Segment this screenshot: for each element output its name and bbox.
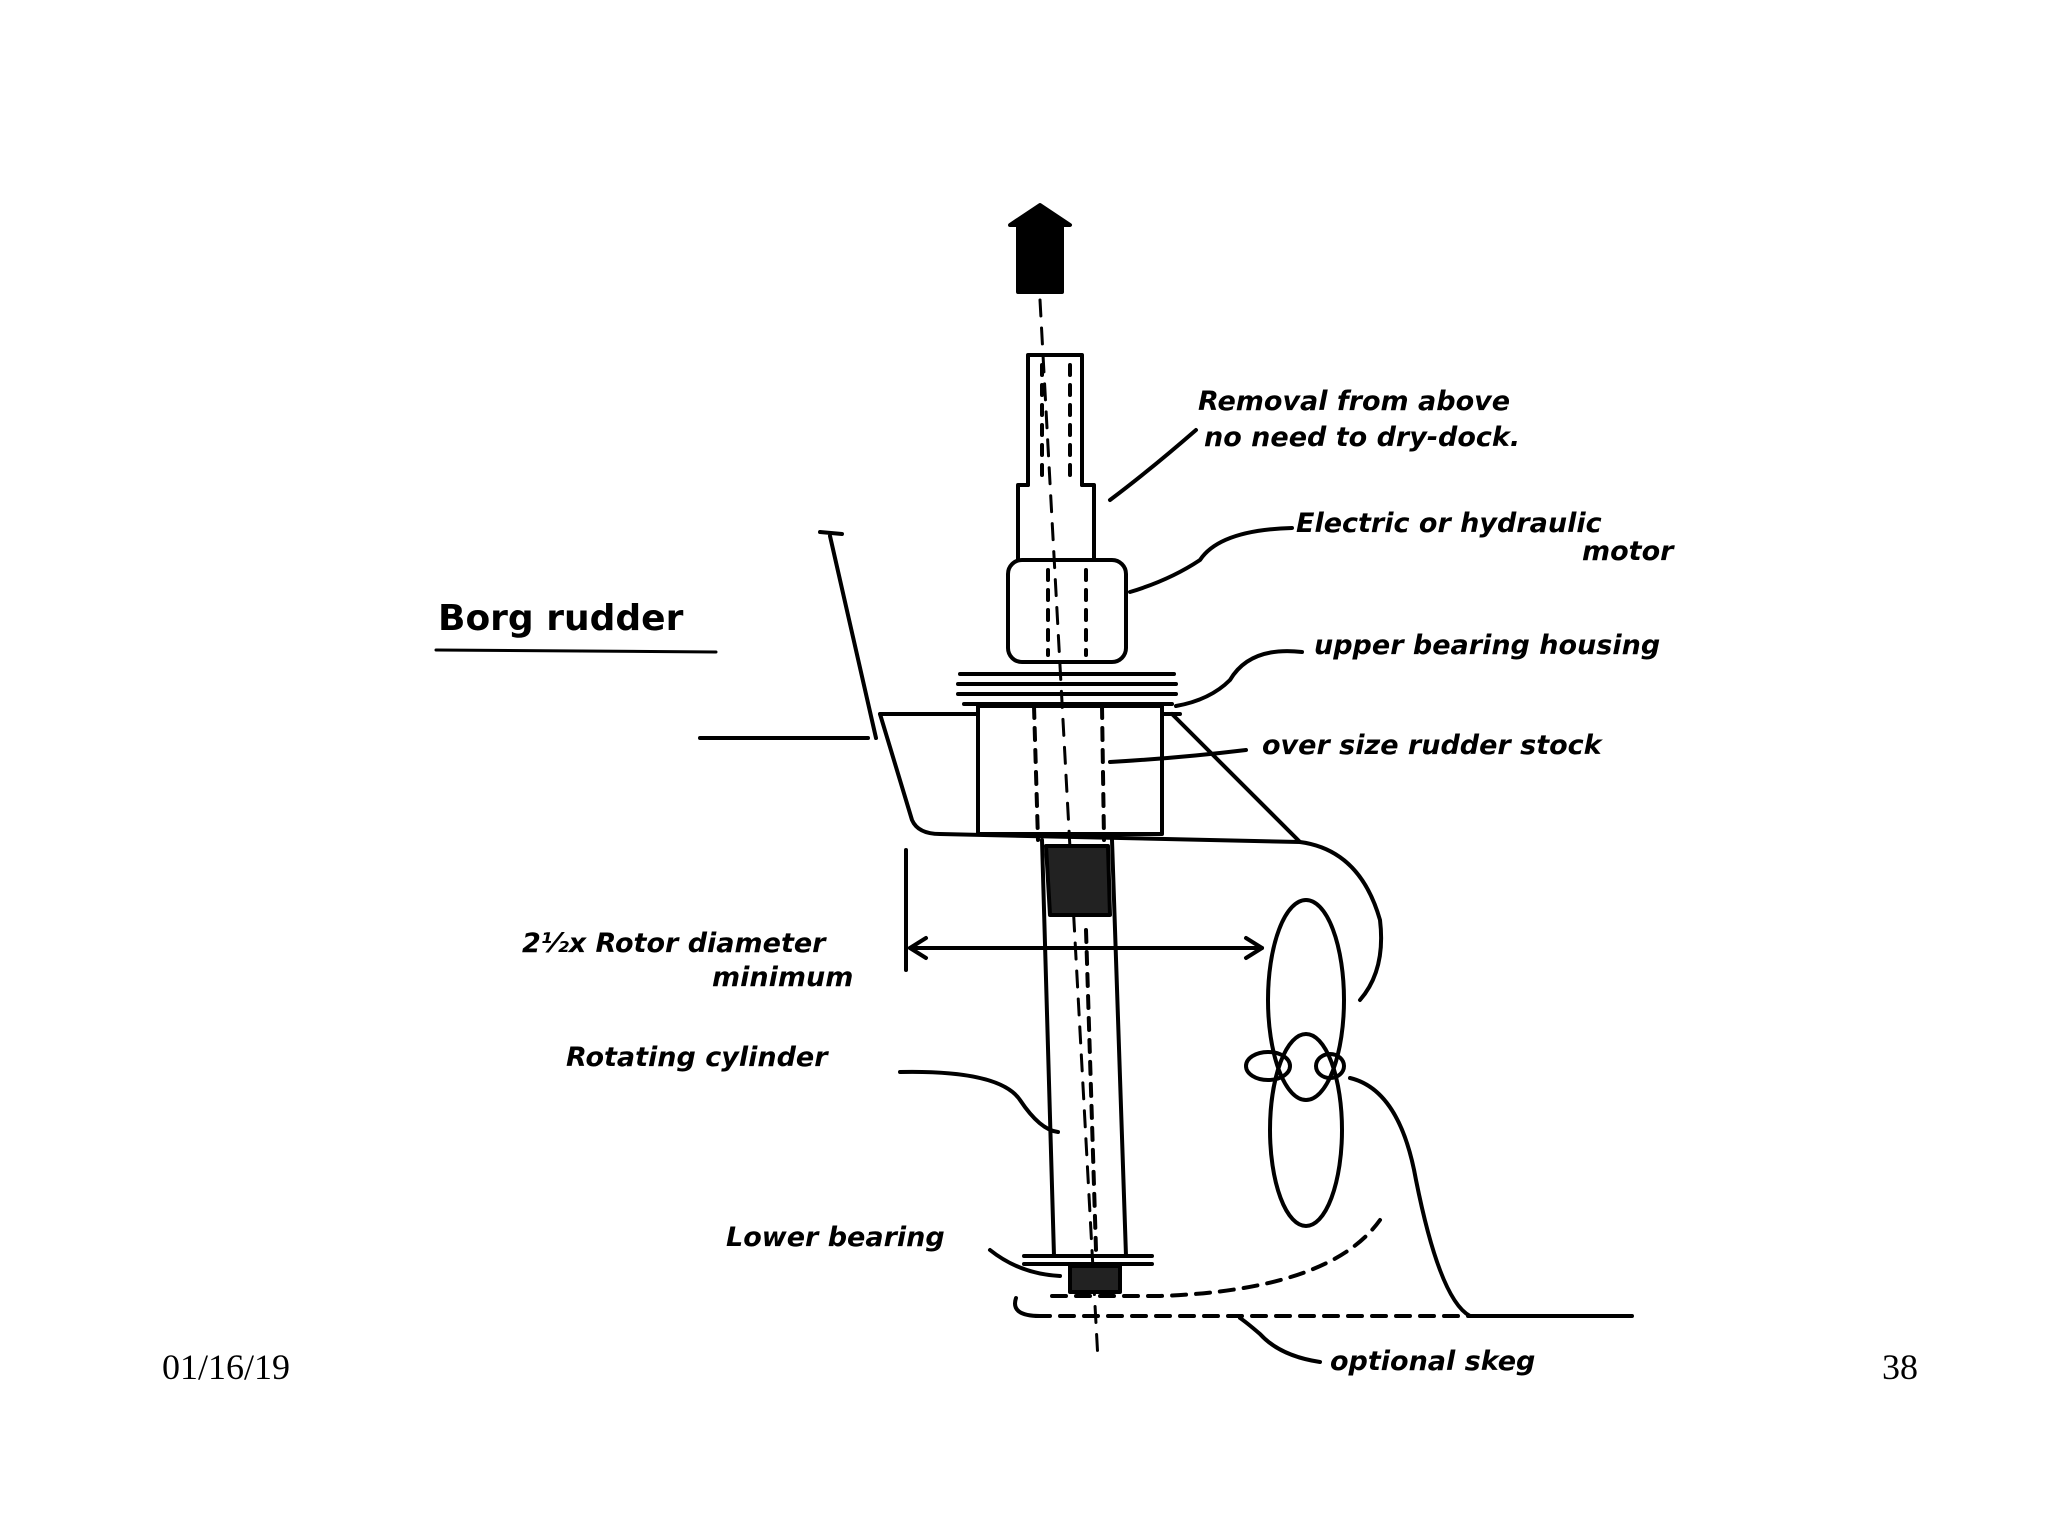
diagram-title: Borg rudder xyxy=(438,598,684,639)
dimension-rotor-diameter xyxy=(904,848,1264,972)
title-underline xyxy=(434,648,718,654)
label-removal-1: Removal from above xyxy=(1198,386,1510,417)
lower-bearing xyxy=(1022,1254,1154,1294)
upper-shaft xyxy=(1016,353,1096,562)
leader-removal xyxy=(1108,428,1198,502)
tiller-line xyxy=(828,534,878,740)
label-removal-2: no need to dry-dock. xyxy=(1204,422,1520,453)
label-motor-2: motor xyxy=(1582,536,1675,567)
centerline xyxy=(1038,298,1100,1362)
slide-page-number: 38 xyxy=(1882,1347,1918,1387)
upper-bearing-housing xyxy=(956,672,1178,836)
label-rotor-diameter-1: 2½x Rotor diameter xyxy=(522,928,827,959)
label-rotor-diameter-2: minimum xyxy=(712,962,853,993)
motor xyxy=(1006,558,1128,664)
label-optional-skeg: optional skeg xyxy=(1330,1346,1535,1377)
removal-arrow-icon xyxy=(1008,203,1072,294)
label-lower-bearing: Lower bearing xyxy=(726,1222,945,1253)
hull-line xyxy=(698,712,1384,1002)
leader-motor xyxy=(1128,526,1294,594)
label-upper-bearing: upper bearing housing xyxy=(1314,630,1660,661)
keel-line xyxy=(1013,1076,1634,1318)
leader-rotating-cylinder xyxy=(898,1069,1060,1134)
leader-lower-bearing xyxy=(988,1248,1062,1278)
label-motor-1: Electric or hydraulic xyxy=(1296,508,1602,539)
slide-date: 01/16/19 xyxy=(162,1347,291,1387)
leader-optional-skeg xyxy=(1238,1316,1322,1364)
leader-upper-bearing xyxy=(1174,649,1304,708)
leader-oversize-stock xyxy=(1108,748,1248,764)
rotating-cylinder xyxy=(1040,838,1128,1258)
label-rotating-cylinder: Rotating cylinder xyxy=(566,1042,829,1073)
label-oversize-stock: over size rudder stock xyxy=(1262,730,1604,761)
propeller xyxy=(1244,898,1346,1228)
rudder-stock xyxy=(1032,704,1106,842)
